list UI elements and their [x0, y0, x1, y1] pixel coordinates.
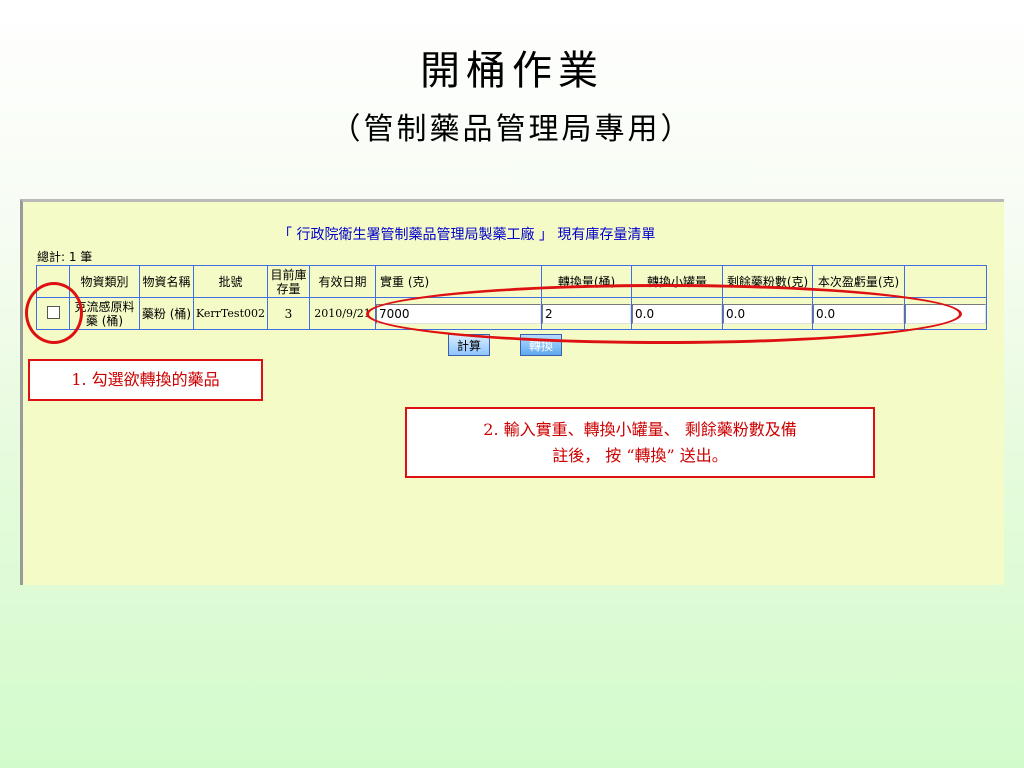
header-category: 物資類別	[69, 265, 140, 298]
header-remark	[904, 265, 987, 298]
batch-cell: KerrTest002	[193, 297, 268, 330]
stock-cell: 3	[267, 297, 310, 330]
checkbox-highlight-circle	[25, 282, 83, 344]
annotation-step-2: 2. 輸入實重、轉換小罐量、 剩餘藥粉數及備 註後， 按 “轉換” 送出。	[405, 407, 875, 478]
name-cell: 藥粉 (桶)	[139, 297, 194, 330]
header-batch: 批號	[193, 265, 268, 298]
header-name: 物資名稱	[139, 265, 194, 298]
annotation-step-2-line-2: 註後， 按 “轉換” 送出。	[552, 446, 728, 465]
slide-subtitle: （管制藥品管理局專用）	[330, 112, 694, 147]
header-stock: 目前庫存量	[267, 265, 310, 298]
inputs-highlight-ellipse	[366, 284, 962, 344]
total-count: 總計: 1 筆	[37, 250, 93, 264]
report-title: 「 行政院衛生署管制藥品管理局製藥工廠 」 現有庫存量清單	[278, 227, 656, 243]
slide-title: 開桶作業	[420, 48, 604, 94]
header-expiry: 有效日期	[309, 265, 376, 298]
annotation-step-2-line-1: 2. 輸入實重、轉換小罐量、 剩餘藥粉數及備	[483, 420, 797, 439]
annotation-step-1: 1. 勾選欲轉換的藥品	[28, 359, 263, 401]
